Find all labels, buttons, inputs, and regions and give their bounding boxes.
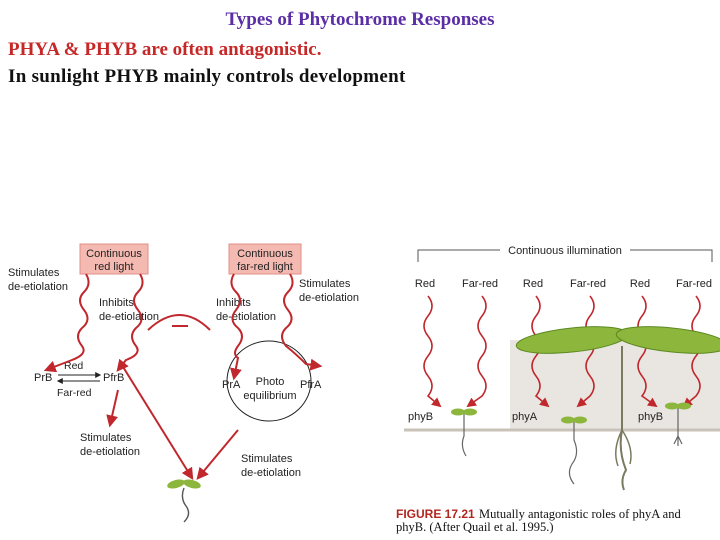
stimulates-top-right-2: de-etiolation — [299, 292, 359, 304]
slide-title: Types of Phytochrome Responses — [225, 9, 495, 30]
stimulates-bottom-center-2: de-etiolation — [241, 467, 301, 479]
mutant-label-1: phyB — [408, 411, 433, 423]
soil-band — [510, 340, 720, 430]
pfrb-label: PfrB — [103, 372, 124, 384]
stimulates-top-left-2: de-etiolation — [8, 281, 68, 293]
continuous-illumination-header: Continuous illumination — [508, 245, 622, 257]
right-diagram: Continuous illumination Red Far-red Red … — [396, 243, 720, 534]
light-label-2: Far-red — [462, 278, 498, 290]
light-label-1: Red — [415, 278, 435, 290]
mutant-label-3: phyB — [638, 411, 663, 423]
inhibits-right-1: Inhibits — [216, 297, 251, 309]
pfrb-to-stimulates-left-arrow — [106, 389, 119, 428]
stimulates-bottom-left-1: Stimulates — [80, 432, 132, 444]
stimulates-bottom-left-2: de-etiolation — [80, 446, 140, 458]
continuous-red-label-2: red light — [94, 261, 133, 273]
continuous-red-box — [79, 243, 149, 275]
continuous-red-label-1: Continuous — [86, 248, 142, 260]
light-label-3: Red — [523, 278, 543, 290]
continuous-far-red-label-2: far-red light — [237, 261, 293, 273]
stimulates-bottom-center-1: Stimulates — [241, 453, 293, 465]
seedling-1 — [451, 408, 477, 457]
light-label-5: Red — [630, 278, 650, 290]
sunlight-statement: In sunlight PHYB mainly controls develop… — [8, 66, 406, 87]
stimulates-top-right-1: Stimulates — [299, 278, 351, 290]
far-red-conversion-label: Far-red — [57, 387, 92, 399]
prb-label: PrB — [34, 372, 52, 384]
red-light-wavy-arrow-1 — [43, 273, 90, 373]
pfra-stimulates-arrow — [196, 429, 239, 480]
seedling-2 — [561, 416, 587, 485]
inhibits-right-2: de-etiolation — [216, 311, 276, 323]
figure-caption-line-1: Mutually antagonistic roles of phyA and — [479, 507, 681, 521]
figure-number: FIGURE 17.21 — [396, 507, 475, 521]
inhibits-left-1: Inhibits — [99, 297, 134, 309]
seedling-3 — [665, 402, 691, 446]
pfra-label: PfrA — [300, 379, 322, 391]
inhibits-left-2: de-etiolation — [99, 311, 159, 323]
far-red-wavy-arrow-2 — [281, 273, 323, 371]
far-red-wavy-arrow-1 — [229, 273, 243, 381]
left-diagram: Continuous red light Continuous far-red … — [8, 243, 359, 523]
tall-seedling — [515, 326, 720, 491]
light-label-6: Far-red — [676, 278, 712, 290]
red-ray-1 — [423, 295, 442, 408]
figure-caption-line-2: phyB. (After Quail et al. 1995.) — [396, 520, 554, 534]
light-label-4: Far-red — [570, 278, 606, 290]
pfrb-stimulates-arrow — [119, 361, 194, 481]
continuous-far-red-box — [228, 243, 302, 275]
equilibrium-cycle — [226, 340, 312, 422]
far-red-ray-1 — [466, 295, 487, 408]
continuous-far-red-label-1: Continuous — [237, 248, 293, 260]
red-light-wavy-arrow-2 — [116, 273, 144, 372]
pra-label: PrA — [222, 379, 241, 391]
mutant-label-2: phyA — [512, 411, 538, 423]
photo-equilibrium-1: Photo — [256, 376, 285, 388]
red-conversion-label: Red — [64, 360, 83, 372]
inhibition-arc — [147, 314, 211, 331]
photo-equilibrium-2: equilibrium — [243, 390, 296, 402]
stimulates-top-left-1: Stimulates — [8, 267, 60, 279]
antagonism-statement: PHYA & PHYB are often antagonistic. — [8, 39, 322, 60]
seedling-illustration — [167, 479, 201, 523]
